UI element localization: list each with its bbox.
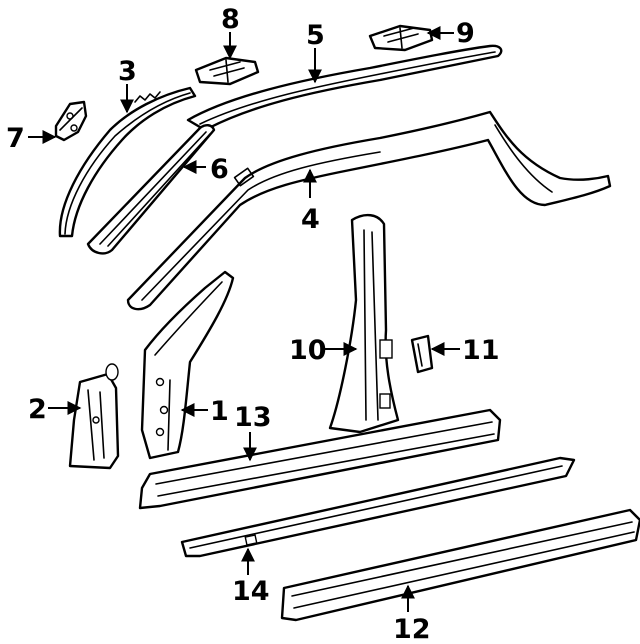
part-11-bracket <box>410 334 434 374</box>
part-7-bracket <box>54 100 88 142</box>
part-3-pillar-molding <box>58 86 197 238</box>
callout-1: 1 <box>210 396 229 427</box>
part-4-roof-panel <box>126 110 612 311</box>
leader-lines <box>28 26 460 612</box>
callout-labels: 1 2 3 4 5 6 7 8 9 10 11 12 13 14 <box>6 4 500 644</box>
callout-2: 2 <box>28 394 47 425</box>
part-8-clip <box>194 56 260 86</box>
callout-3: 3 <box>118 56 137 87</box>
callout-8: 8 <box>221 4 240 35</box>
callout-11: 11 <box>462 335 500 366</box>
callout-9: 9 <box>456 18 475 49</box>
part-14-rocker-molding <box>180 456 576 558</box>
callout-7: 7 <box>6 123 25 154</box>
part-6-windshield-molding <box>86 124 216 255</box>
part-13-inner-rocker <box>138 408 502 510</box>
callout-6: 6 <box>210 154 229 185</box>
callout-4: 4 <box>301 204 320 235</box>
callout-12: 12 <box>393 614 431 644</box>
callout-14: 14 <box>232 576 270 607</box>
part-10-center-pillar <box>328 213 400 434</box>
callout-13: 13 <box>234 402 272 433</box>
part-1-hinge-pillar <box>140 270 235 460</box>
callout-5: 5 <box>306 20 325 51</box>
part-12-outer-rocker <box>280 508 640 622</box>
callout-10: 10 <box>289 335 327 366</box>
part-9-clip <box>368 24 434 52</box>
part-2-pillar-reinforcement <box>68 363 120 470</box>
